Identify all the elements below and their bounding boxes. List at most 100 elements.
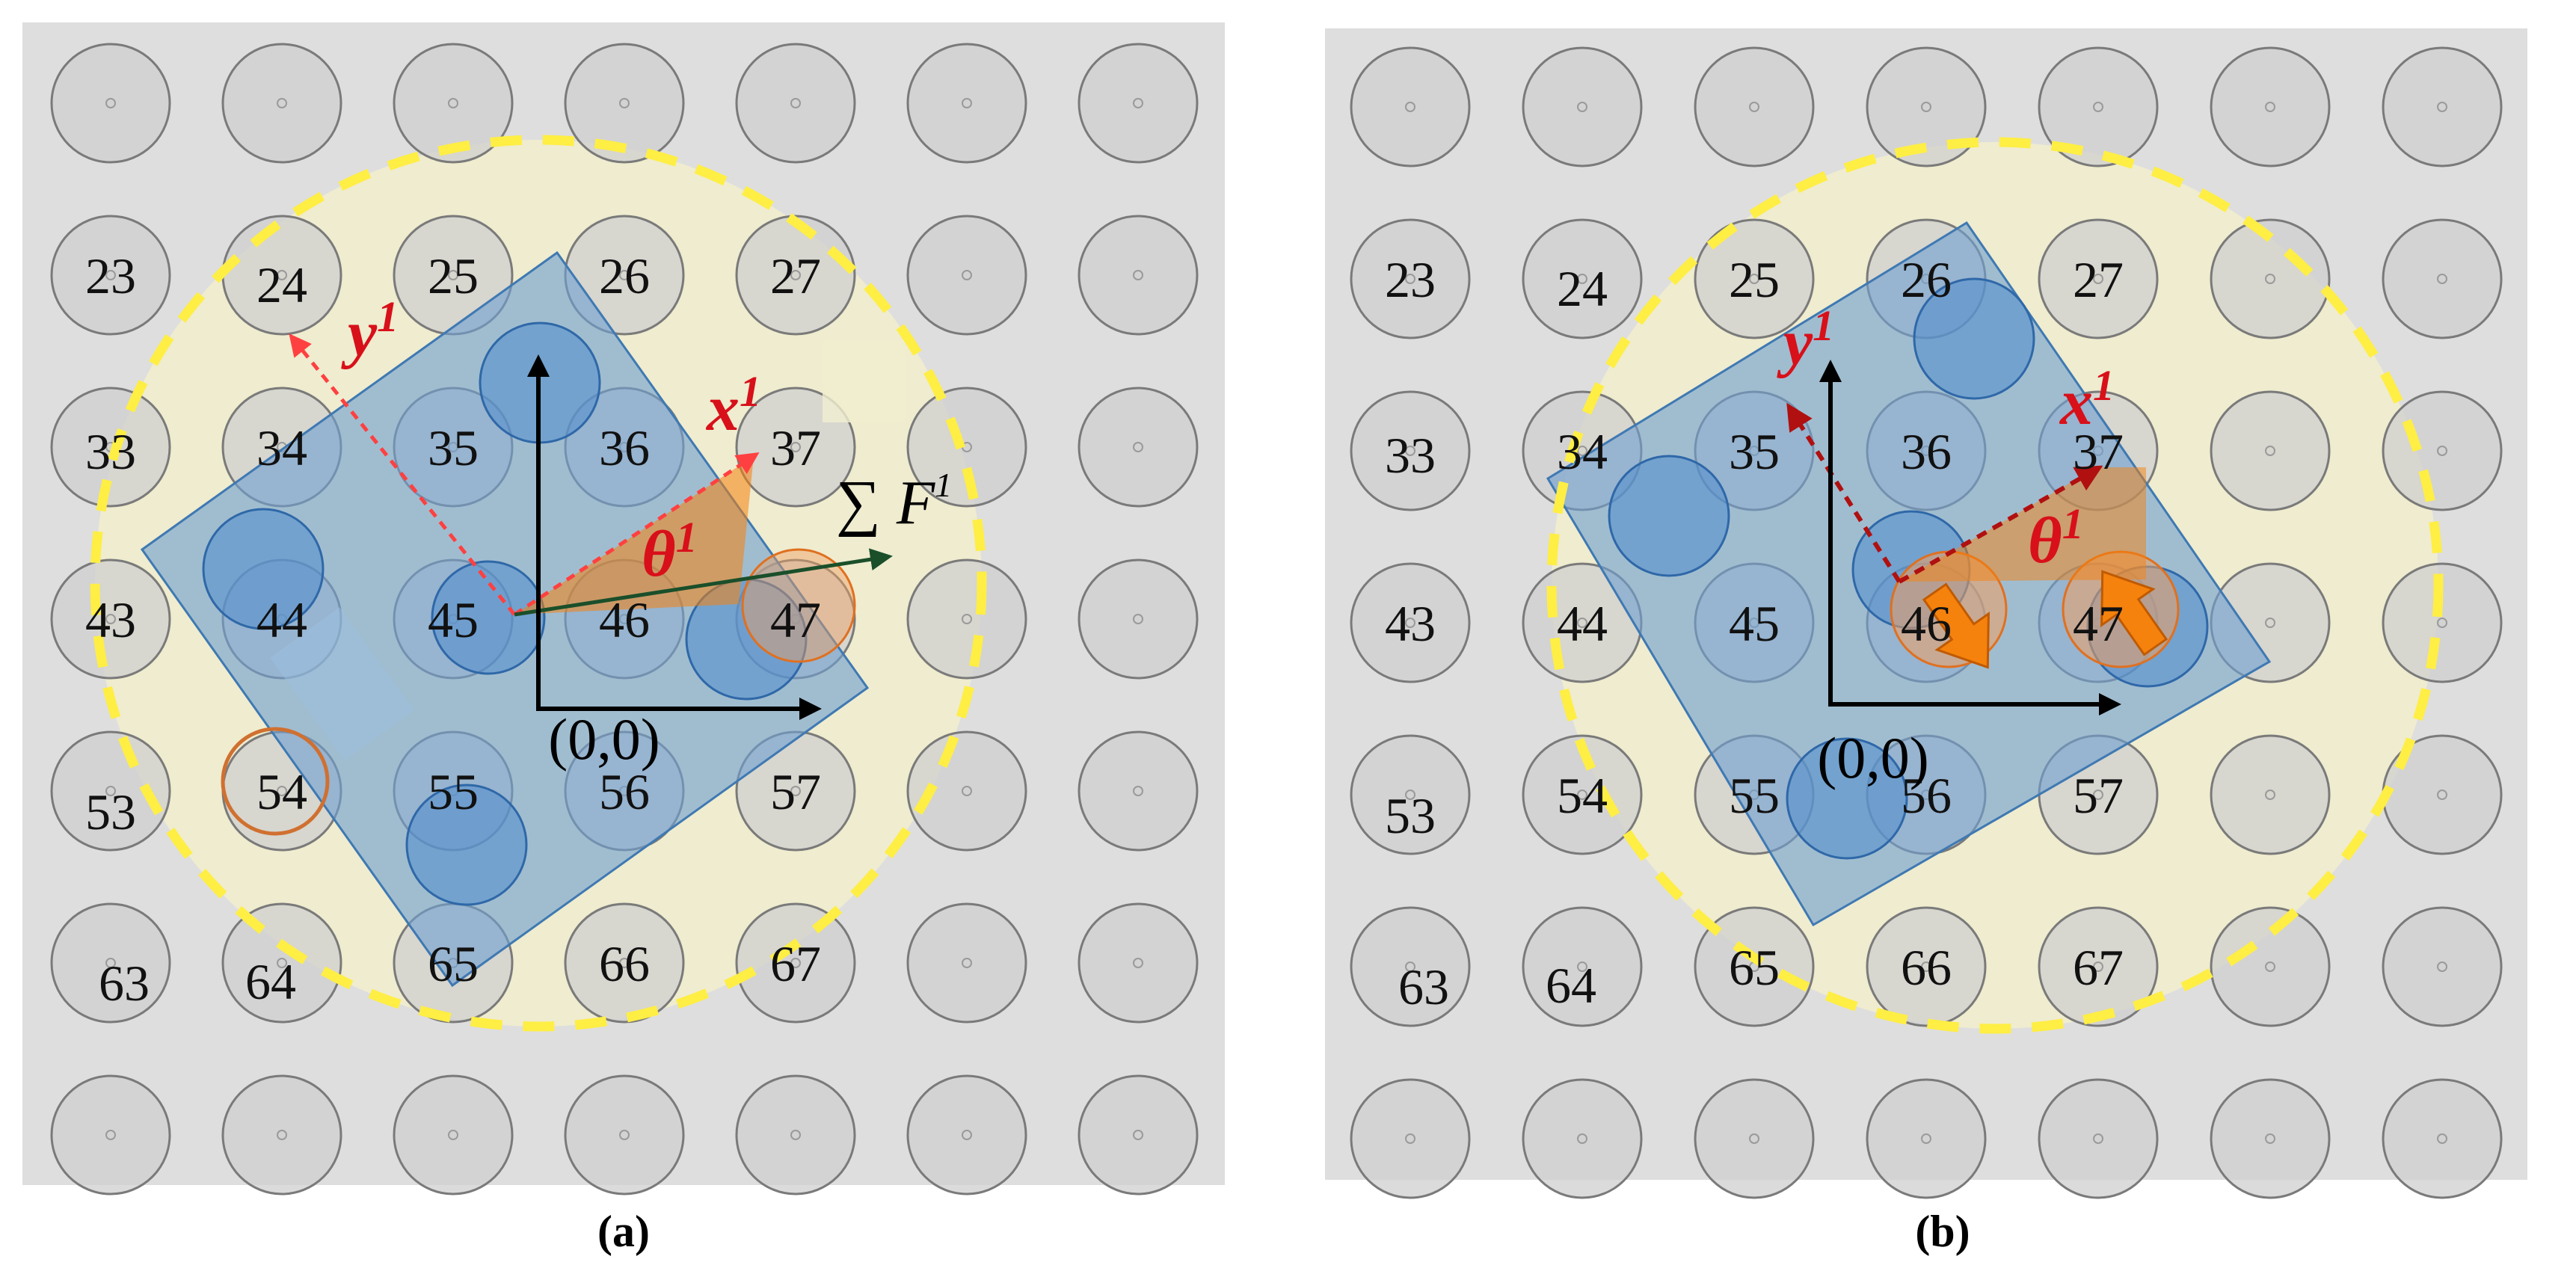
grid-cell bbox=[2210, 1078, 2331, 1199]
grid-cell bbox=[1350, 218, 1471, 339]
grid-cell bbox=[2038, 218, 2159, 339]
grid-cell bbox=[1866, 1078, 1987, 1199]
cell-label: 47 bbox=[2073, 595, 2124, 652]
cell-label: 53 bbox=[1385, 787, 1436, 844]
grid-cell bbox=[1350, 906, 1471, 1027]
cell-label: 35 bbox=[428, 419, 479, 476]
y1-label: y1 bbox=[1777, 301, 1834, 379]
cell-label: 34 bbox=[256, 419, 307, 476]
grid-cell bbox=[1866, 906, 1987, 1027]
grid-cell bbox=[735, 902, 856, 1024]
cell-label: 23 bbox=[85, 247, 136, 304]
cell-label: 23 bbox=[1385, 251, 1436, 308]
grid-cell bbox=[393, 43, 514, 164]
cell-label: 66 bbox=[1901, 939, 1952, 996]
cell-label: 45 bbox=[428, 591, 479, 648]
x1-axis-arrow bbox=[1898, 465, 2103, 584]
theta1-label: θ1 bbox=[642, 513, 698, 591]
force-sum-label: ∑ F1 bbox=[836, 466, 952, 538]
cell-label: 43 bbox=[85, 591, 136, 648]
grid-cell bbox=[906, 1074, 1027, 1196]
grid-cell bbox=[906, 215, 1027, 336]
marker-square bbox=[823, 340, 905, 422]
x1-axis-arrow bbox=[513, 452, 760, 617]
cell-label: 67 bbox=[2073, 939, 2124, 996]
cell-label: 65 bbox=[428, 935, 479, 992]
cell-label: 63 bbox=[1398, 958, 1449, 1015]
grid-cell bbox=[50, 902, 171, 1024]
grid-cell bbox=[2038, 1078, 2159, 1199]
cell-label: 33 bbox=[1385, 427, 1436, 484]
grid-cell bbox=[50, 387, 171, 508]
x1-label: x1 bbox=[2059, 361, 2115, 439]
cell-label: 37 bbox=[2073, 423, 2124, 480]
cell-label: 56 bbox=[1901, 767, 1952, 824]
cell-label: 53 bbox=[85, 784, 136, 840]
grid-cell bbox=[906, 730, 1027, 852]
grid-cell bbox=[50, 215, 171, 336]
actuation-arrow-down bbox=[1922, 582, 1990, 669]
grid-cell bbox=[1522, 734, 1643, 855]
cell-label: 47 bbox=[770, 591, 821, 648]
grid-cell bbox=[1078, 43, 1199, 164]
cell-label: 54 bbox=[1557, 767, 1608, 824]
grid-cell bbox=[906, 387, 1027, 508]
grid-cell bbox=[906, 43, 1027, 164]
caption-a: (a) bbox=[597, 1207, 650, 1256]
grid-cell bbox=[2210, 46, 2331, 167]
grid-cell bbox=[1694, 46, 1815, 167]
origin-label: (0,0) bbox=[1817, 725, 1928, 790]
workspace-zone bbox=[90, 135, 987, 1032]
cell-label: 33 bbox=[85, 423, 136, 480]
grid-cell bbox=[2382, 46, 2503, 167]
grid-cell bbox=[2210, 390, 2331, 511]
grid-cell bbox=[393, 1074, 514, 1196]
grid-cell bbox=[1522, 1078, 1643, 1199]
cell-label: 45 bbox=[1729, 595, 1780, 652]
cell-label: 66 bbox=[599, 935, 650, 992]
cell-label: 46 bbox=[1901, 595, 1952, 652]
grid-cell bbox=[564, 902, 685, 1024]
caption-b: (b) bbox=[1915, 1207, 1970, 1256]
cell-label: 24 bbox=[1557, 260, 1608, 317]
grid-cell bbox=[221, 43, 342, 164]
y1-label: y1 bbox=[341, 292, 399, 370]
grid-cell bbox=[1350, 1078, 1471, 1199]
grid-cell bbox=[2382, 906, 2503, 1027]
grid-cell bbox=[2038, 46, 2159, 167]
cell-label: 64 bbox=[245, 953, 296, 1010]
grid-cell bbox=[2382, 562, 2503, 683]
cell-label: 44 bbox=[1557, 595, 1608, 652]
grid-cell bbox=[564, 1074, 685, 1196]
grid-cell bbox=[735, 215, 856, 336]
cell-label: 65 bbox=[1729, 939, 1780, 996]
force-arrow bbox=[514, 548, 893, 617]
active-cell bbox=[741, 548, 856, 663]
grid-cell bbox=[1350, 734, 1471, 855]
grid-cell bbox=[1522, 218, 1643, 339]
theta1-label: θ1 bbox=[2028, 499, 2084, 577]
grid-cell bbox=[735, 43, 856, 164]
cell-label: 46 bbox=[599, 591, 650, 648]
cell-label: 36 bbox=[599, 419, 650, 476]
cell-label: 24 bbox=[256, 256, 307, 313]
cell-label: 27 bbox=[2073, 251, 2124, 308]
y1-axis-arrow bbox=[289, 333, 516, 616]
grid-cell bbox=[1694, 906, 1815, 1027]
cell-label: 63 bbox=[99, 955, 150, 1012]
grid-cell bbox=[1078, 559, 1199, 680]
grid-cell bbox=[50, 559, 171, 680]
grid-cell bbox=[906, 559, 1027, 680]
cell-label: 26 bbox=[599, 247, 650, 304]
grid-cell bbox=[906, 902, 1027, 1024]
cell-label: 25 bbox=[1729, 251, 1780, 308]
grid-cell bbox=[1078, 387, 1199, 508]
cell-label: 36 bbox=[1901, 423, 1952, 480]
grid-cell bbox=[1866, 46, 1987, 167]
grid-cell bbox=[564, 43, 685, 164]
cell-label: 55 bbox=[1729, 767, 1780, 824]
